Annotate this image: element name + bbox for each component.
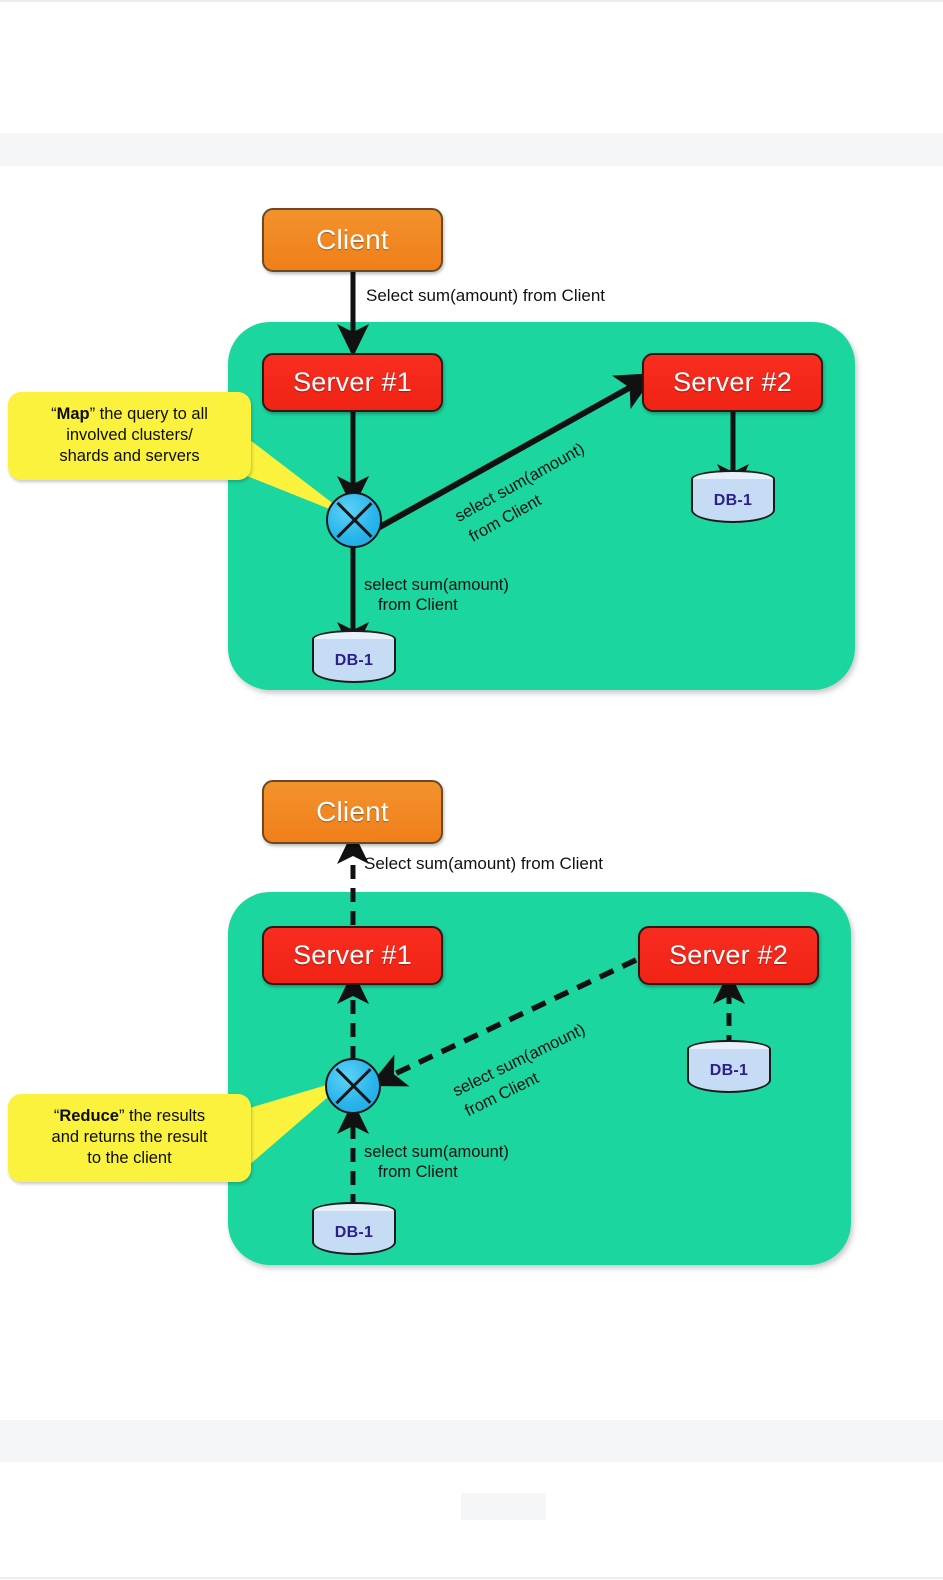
reduce-hub-node[interactable] xyxy=(325,1058,381,1114)
reduce-callout: “Reduce” the results and returns the res… xyxy=(8,1094,251,1182)
map-phase-edges xyxy=(228,272,855,690)
edge-label-db1-hub-line2: from Client xyxy=(378,1163,458,1181)
reduce-callout-tail xyxy=(236,1078,350,1166)
db-1-right-label: DB-1 xyxy=(709,1062,749,1079)
edge-label-hub-db1-line1: select sum(amount) xyxy=(364,576,509,594)
bottom-hairline-band xyxy=(0,1577,943,1579)
edge-label-server1-client: Select sum(amount) from Client xyxy=(364,854,604,873)
map-callout-quote-open: “ xyxy=(51,405,57,423)
db-1-right-node[interactable]: DB-1 xyxy=(687,1040,771,1100)
map-callout-line-3: shards and servers xyxy=(59,446,200,465)
server-2-node[interactable]: Server #2 xyxy=(642,353,823,412)
reduce-callout-quote-close: ” xyxy=(118,1107,125,1125)
db-1-right-node[interactable]: DB-1 xyxy=(691,470,775,530)
cylinder-body-icon xyxy=(312,1211,396,1255)
cylinder-body-icon xyxy=(687,1049,771,1093)
reduce-phase-diagram: Client Select sum(amount) from Client Se… xyxy=(0,760,943,1300)
edge-server2-to-hub xyxy=(369,957,638,1087)
db-1-left-node[interactable]: DB-1 xyxy=(312,1202,396,1262)
edge-label-hub-db1-line2: from Client xyxy=(378,596,458,614)
server-1-node[interactable]: Server #1 xyxy=(262,926,443,985)
db-1-left-label: DB-1 xyxy=(334,1224,374,1241)
map-phase-diagram: Client Select sum(amount) from Client Se… xyxy=(0,180,943,720)
top-hairline-band xyxy=(0,0,943,2)
server-2-node[interactable]: Server #2 xyxy=(638,926,819,985)
reduce-phase-edges xyxy=(228,831,851,1265)
reduce-callout-emphasis: Reduce xyxy=(59,1107,119,1125)
x-cross-icon xyxy=(326,492,382,548)
map-callout-line-1: “Map” the query to all xyxy=(51,405,208,423)
map-hub-node[interactable] xyxy=(326,492,382,548)
client-node[interactable]: Client xyxy=(262,780,443,844)
reduce-callout-line-3: to the client xyxy=(87,1148,172,1167)
x-cross-icon xyxy=(325,1058,381,1114)
map-callout: “Map” the query to all involved clusters… xyxy=(8,392,251,480)
server-1-node[interactable]: Server #1 xyxy=(262,353,443,412)
upper-gray-band xyxy=(0,133,943,166)
map-callout-rest: the query to all xyxy=(95,405,208,423)
cluster-panel-map xyxy=(228,322,855,690)
db-1-left-label: DB-1 xyxy=(334,652,374,669)
map-callout-line-2: involved clusters/ xyxy=(66,425,193,444)
map-callout-emphasis: Map xyxy=(56,405,90,423)
edge-label-client-server1: Select sum(amount) from Client xyxy=(366,286,606,305)
edge-hub-to-server2 xyxy=(376,373,656,531)
map-callout-tail xyxy=(232,440,352,518)
reduce-callout-rest: the results xyxy=(124,1107,206,1125)
reduce-callout-line-1: “Reduce” the results xyxy=(54,1107,205,1125)
reduce-callout-line-2: and returns the result xyxy=(51,1127,208,1146)
reduce-callout-quote-open: “ xyxy=(53,1107,60,1125)
db-1-right-label: DB-1 xyxy=(713,492,753,509)
edge-label-db1-hub-line1: select sum(amount) xyxy=(364,1143,509,1161)
cluster-panel-reduce xyxy=(228,892,851,1265)
bottom-placeholder-block xyxy=(461,1493,546,1520)
map-callout-quote-close: ” xyxy=(89,405,96,423)
lower-gray-band xyxy=(0,1420,943,1462)
client-node[interactable]: Client xyxy=(262,208,443,272)
db-1-left-node[interactable]: DB-1 xyxy=(312,630,396,690)
